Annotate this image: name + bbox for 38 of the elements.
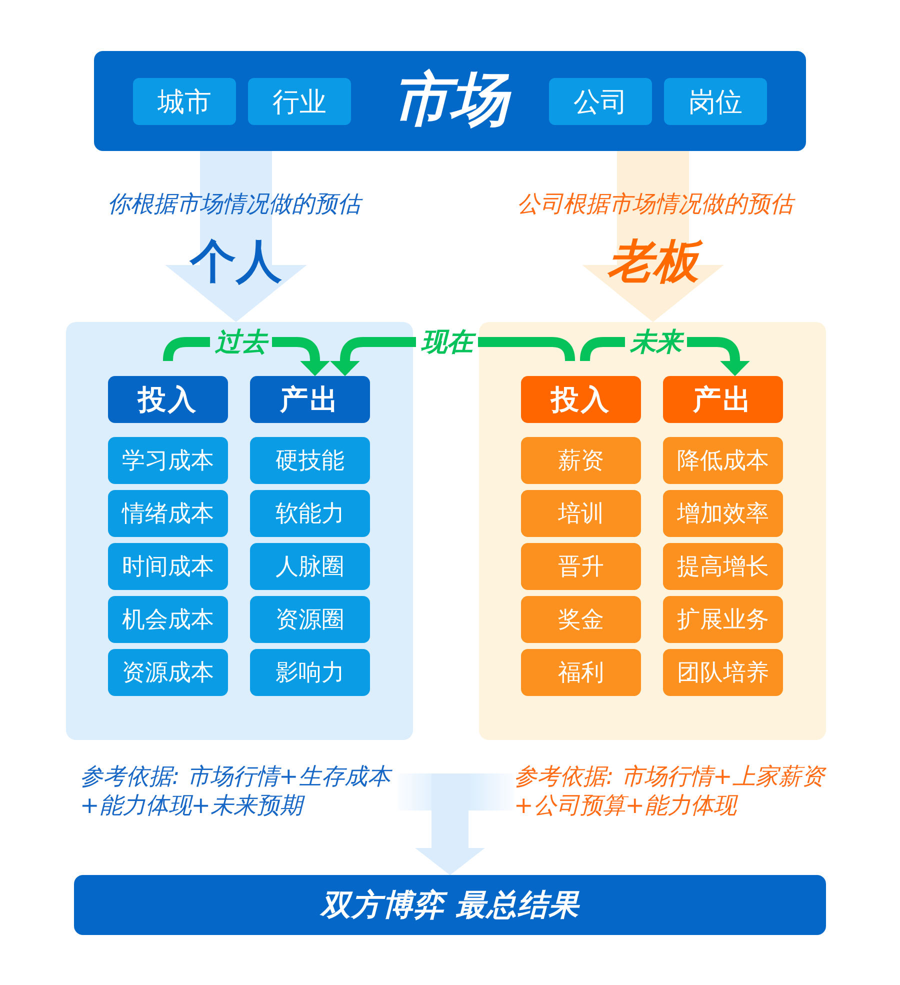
category-tag: 城市: [133, 78, 236, 125]
item-tag: 硬技能: [250, 437, 370, 484]
item-tag: 软能力: [250, 490, 370, 537]
item-tag: 学习成本: [108, 437, 228, 484]
item-tag: 团队培养: [663, 649, 783, 696]
item-tag: 扩展业务: [663, 596, 783, 643]
category-tag: 行业: [248, 78, 351, 125]
merge-arrow: [415, 774, 514, 875]
basis-note: 参考依据: 市场行情+生存成本+能力体现+未来预期: [80, 763, 398, 821]
column-header: 产出: [663, 376, 783, 423]
item-tag: 资源圈: [250, 596, 370, 643]
block-arrow: [582, 151, 724, 322]
column-header: 产出: [250, 376, 370, 423]
item-tag: 机会成本: [108, 596, 228, 643]
item-tag: 福利: [521, 649, 641, 696]
item-tag: 提高增长: [663, 543, 783, 590]
category-tag: 岗位: [664, 78, 767, 125]
item-tag: 增加效率: [663, 490, 783, 537]
item-tag: 影响力: [250, 649, 370, 696]
block-arrow: [165, 151, 307, 322]
item-tag: 情绪成本: [108, 490, 228, 537]
panel-heading: 个人: [190, 233, 282, 290]
category-tag: 公司: [549, 78, 652, 125]
item-tag: 时间成本: [108, 543, 228, 590]
column-header: 投入: [521, 376, 641, 423]
item-tag: 培训: [521, 490, 641, 537]
item-tag: 资源成本: [108, 649, 228, 696]
edge-label: 公司根据市场情况做的预估: [517, 188, 793, 220]
item-tag: 奖金: [521, 596, 641, 643]
item-tag: 晋升: [521, 543, 641, 590]
item-tag: 薪资: [521, 437, 641, 484]
basis-note: 参考依据: 市场行情+上家薪资+公司预算+能力体现: [514, 763, 832, 821]
market-banner: [94, 51, 806, 151]
item-tag: 降低成本: [663, 437, 783, 484]
item-tag: 人脉圈: [250, 543, 370, 590]
edge-label: 你根据市场情况做的预估: [108, 188, 360, 220]
column-header: 投入: [108, 376, 228, 423]
result-banner: 双方博弈 最总结果: [74, 875, 826, 935]
